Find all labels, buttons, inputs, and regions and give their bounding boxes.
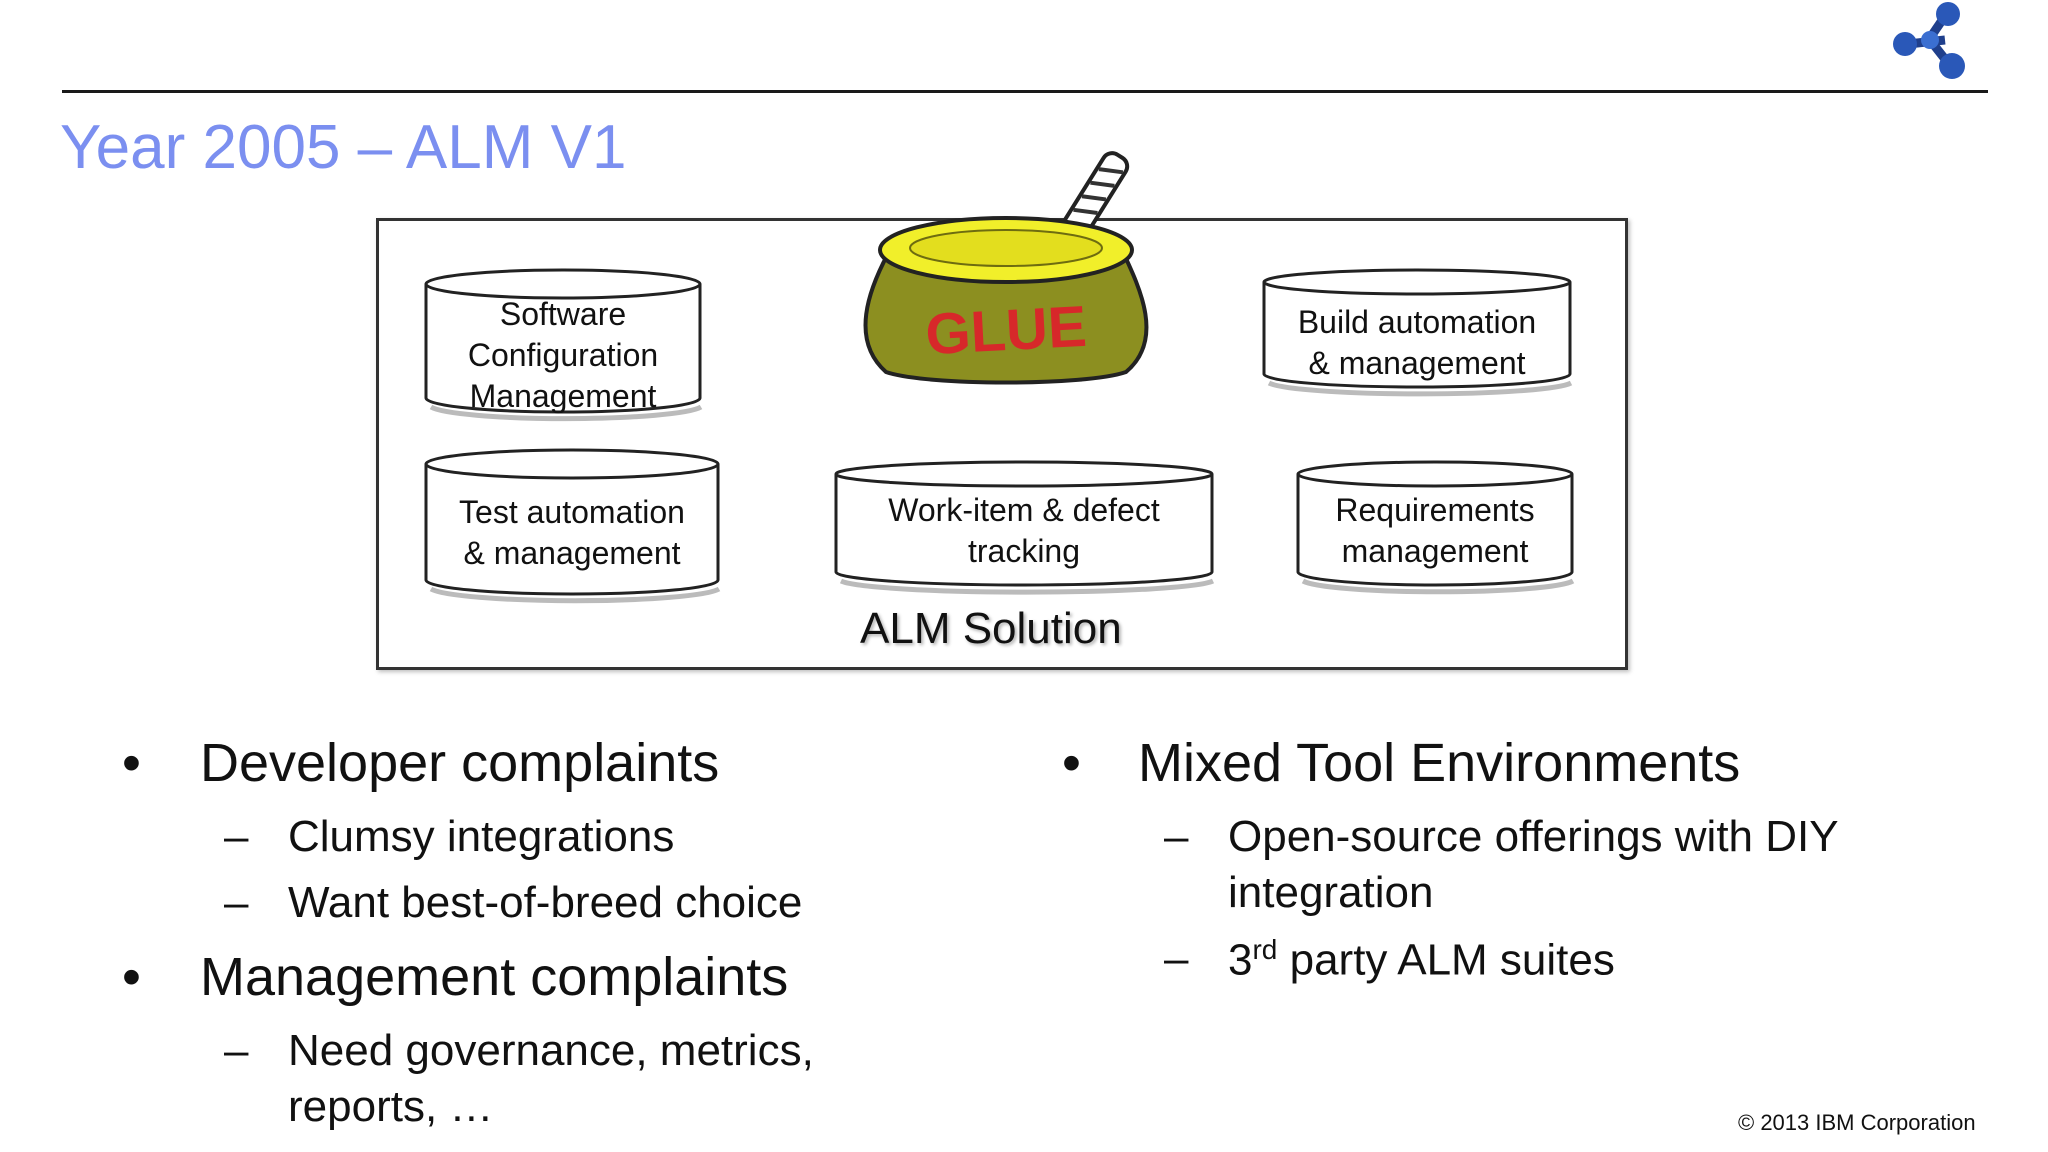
dash: – [224, 878, 249, 927]
workitem-cylinder: Work-item & defect tracking [834, 460, 1215, 595]
workitem-label-2: tracking [967, 533, 1081, 569]
scm-label-3: Management [469, 378, 657, 414]
alm-solution-label: ALM Solution [860, 604, 1122, 653]
sub-third-party-number: 3 [1228, 935, 1253, 985]
sub-reports: reports, … [288, 1082, 494, 1131]
sub-governance: Need governance, metrics, [288, 1026, 814, 1075]
test-label-2: & management [463, 535, 681, 571]
sub-clumsy-integrations: Clumsy integrations [288, 812, 675, 861]
glue-pot-icon: GLUE [856, 150, 1156, 390]
test-cylinder: Test automation & management [424, 448, 721, 604]
build-cylinder: Build automation & management [1262, 268, 1573, 397]
bullet-mixed-tool-environments: Mixed Tool Environments [1138, 733, 1741, 793]
build-label-2: & management [1308, 345, 1526, 381]
requirements-label-2: management [1341, 533, 1529, 569]
dash: – [1164, 812, 1189, 861]
requirements-cylinder: Requirements management [1296, 460, 1575, 595]
workitem-label-1: Work-item & defect [888, 492, 1160, 528]
dash: – [224, 1026, 249, 1075]
slide-title: Year 2005 – ALM V1 [60, 113, 627, 182]
scm-label-1: Software [499, 296, 627, 332]
bullet-developer-complaints: Developer complaints [200, 733, 720, 793]
test-label-1: Test automation [459, 494, 685, 530]
scm-cylinder: Software Configuration Management [424, 268, 703, 422]
glue-text: GLUE [924, 294, 1088, 367]
copyright: © 2013 IBM Corporation [1738, 1110, 1976, 1135]
dash: – [1164, 934, 1189, 983]
bullet-dot: • [122, 947, 141, 1007]
requirements-label-1: Requirements [1335, 492, 1535, 528]
dash: – [224, 812, 249, 861]
company-logo-icon [1890, 0, 1970, 82]
bullet-dot: • [1062, 733, 1081, 793]
bullet-management-complaints: Management complaints [200, 947, 789, 1007]
sub-open-source: Open-source offerings with DIY [1228, 812, 1839, 861]
header-rule [62, 90, 1988, 93]
sub-third-party-suites: 3rd party ALM suites [1228, 934, 1615, 986]
sub-best-of-breed: Want best-of-breed choice [288, 878, 803, 927]
sub-third-party-sup: rd [1252, 934, 1278, 965]
sub-third-party-rest: party ALM suites [1277, 935, 1615, 985]
scm-label-2: Configuration [467, 337, 659, 373]
sub-open-source-cont: integration [1228, 868, 1434, 917]
bullet-dot: • [122, 733, 141, 793]
build-label-1: Build automation [1297, 304, 1537, 340]
